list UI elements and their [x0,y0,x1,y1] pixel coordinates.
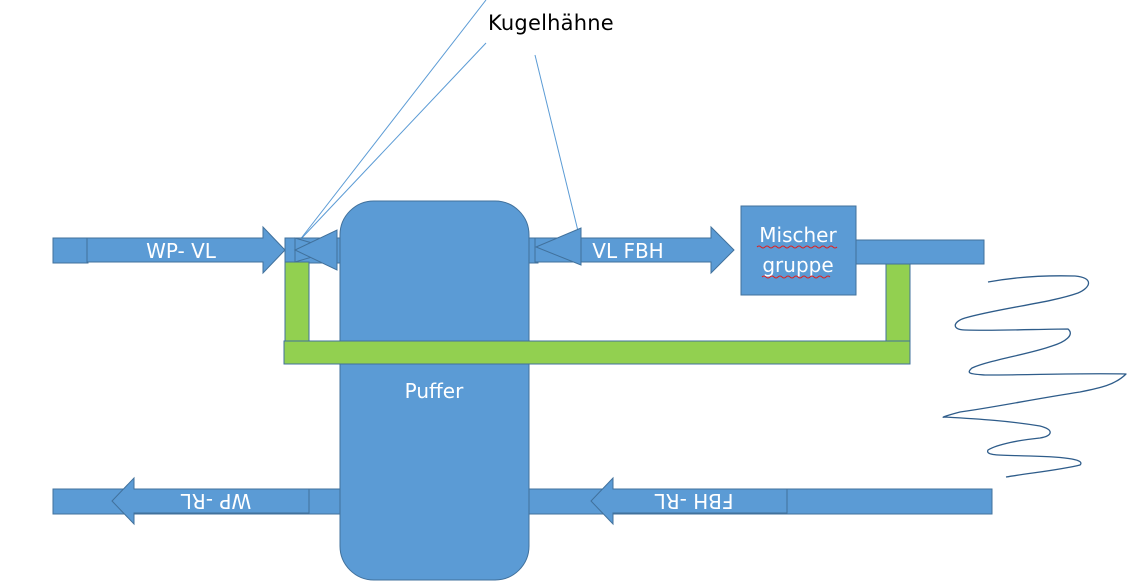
fbh-rl-label: FBH -RL [654,489,734,513]
callout-line-left [298,42,487,242]
mischer-label-line2: gruppe [762,253,833,277]
kugelhahn-left-icon-b [293,229,338,271]
callout-line-left [298,0,487,242]
mischer-label-line1: Mischer [759,223,837,247]
wp-vl-pipe-stub [52,237,89,264]
puffer-label: Puffer [405,379,464,403]
kugelhaehne-label: Kugelhähne [488,11,614,35]
spellcheck-underline-1 [756,245,838,249]
vl-fbh-arrow [534,225,735,275]
fbh-supply-pipe [855,239,985,265]
wp-rl-label: WP -RL [180,489,251,513]
bypass-horizontal [283,340,911,365]
vl-fbh-label: VL FBH [592,239,663,263]
fbh-rl-arrow [590,476,788,526]
wp-vl-label: WP- VL [146,239,217,263]
wp-vl-arrow [86,225,286,275]
bypass-left-riser [284,261,310,343]
wp-rl-arrow [111,476,310,526]
kugelhahn-right-icon [534,227,582,266]
callout-line-right [534,54,579,232]
puffer-tank [339,200,530,581]
floor-heating-scribble-icon [942,275,1127,478]
spellcheck-underline-2 [761,275,831,279]
bypass-right-riser [885,263,911,343]
mischergruppe-box [740,205,857,296]
